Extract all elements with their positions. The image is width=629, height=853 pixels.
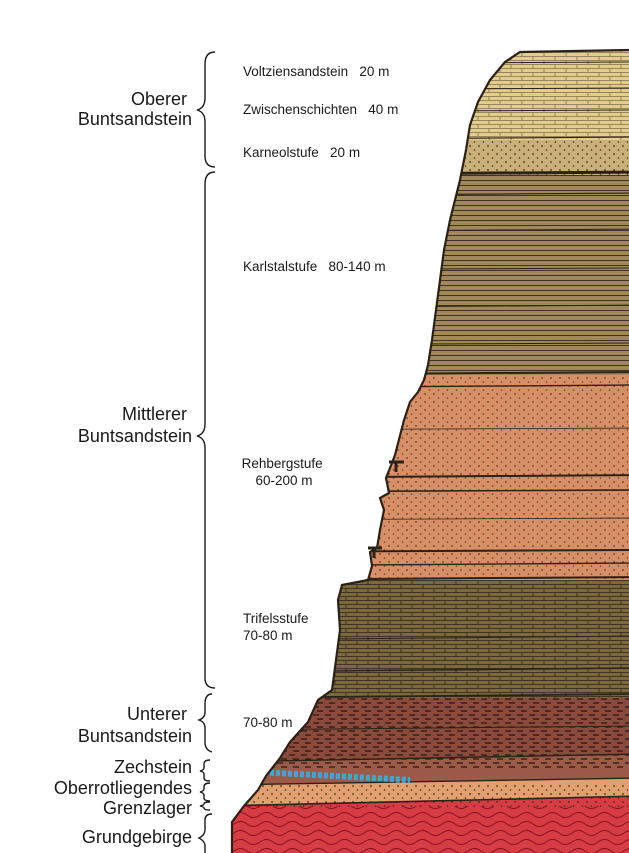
brace-mittlerer — [197, 172, 215, 688]
brace-unterer — [199, 694, 212, 752]
group-labels: Oberer Buntsandstein Mittlerer Buntsands… — [54, 89, 192, 847]
label-unterer-buntsandstein: Unterer Buntsandstein — [78, 704, 192, 746]
brace-zechstein — [200, 760, 210, 781]
label-grundgebirge: Grundgebirge — [82, 827, 192, 847]
brace-oberrotliegendes — [200, 783, 210, 801]
label-karlstalstufe: Karlstalstufe 80-140 m — [0, 0, 404, 274]
label-grenzlager: Grenzlager — [103, 798, 192, 818]
label-zwischenschichten: Zwischenschichten 40 m — [0, 0, 417, 117]
label-voltziensandstein: Voltziensandstein 20 m — [0, 0, 408, 79]
label-zechstein: Zechstein — [114, 757, 192, 777]
texture-unterer-dashes — [220, 698, 629, 770]
label-oberrotliegendes: Oberrotliegendes — [54, 778, 192, 798]
rock-column — [220, 40, 629, 853]
brace-oberer — [197, 52, 215, 167]
label-mittlerer-buntsandstein: Mittlerer Buntsandstein — [78, 404, 192, 446]
label-trifelsstufe: Trifelsstufe 70-80 m — [243, 611, 312, 643]
label-oberer-buntsandstein: Oberer Buntsandstein — [78, 89, 192, 129]
texture-karlstal-lines — [220, 175, 629, 375]
label-unterer-thickness: 70-80 m — [243, 715, 293, 730]
label-karneolstufe: Karneolstufe 20 m — [0, 0, 379, 160]
texture-grundgebirge-waves — [220, 806, 629, 853]
group-brackets — [197, 52, 215, 853]
brace-grundgebirge — [199, 814, 212, 853]
brace-grenzlager — [200, 802, 210, 810]
label-rehbergstufe: Rehbergstufe 60-200 m — [242, 456, 327, 488]
texture-upper-bricks — [220, 40, 629, 140]
